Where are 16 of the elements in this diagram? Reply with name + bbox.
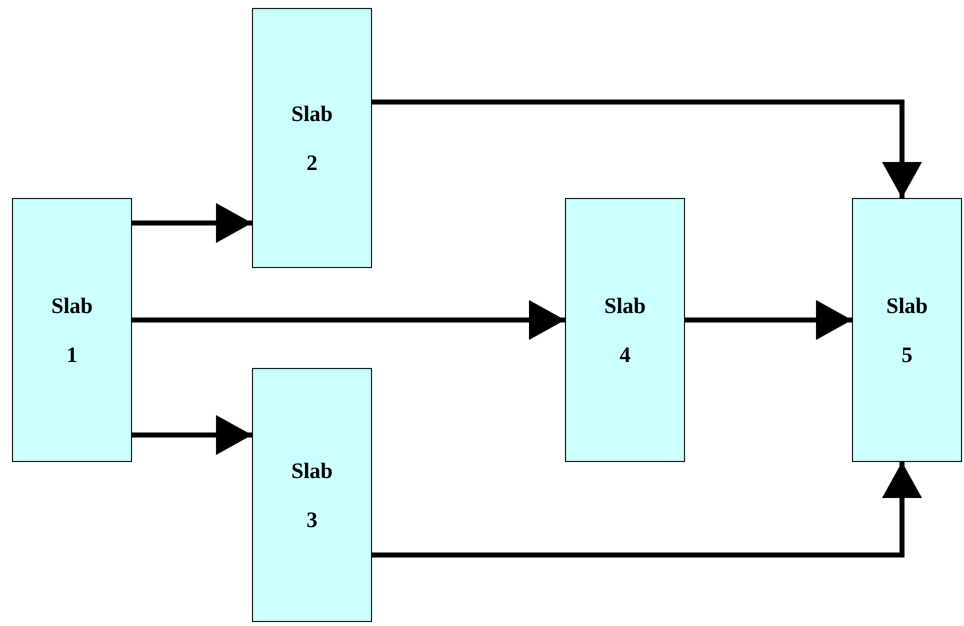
node-label: Slab 2	[291, 100, 333, 177]
arrow	[685, 300, 852, 340]
arrow	[132, 415, 252, 455]
arrow	[132, 203, 252, 243]
slab-box	[565, 198, 685, 462]
arrow	[372, 462, 922, 558]
slab-box	[252, 368, 372, 622]
node-label: Slab 4	[604, 292, 646, 369]
slab-box	[252, 8, 372, 268]
node-label: Slab 5	[886, 292, 928, 369]
slab-box	[12, 198, 132, 462]
node-label: Slab 1	[51, 292, 93, 369]
arrow	[132, 300, 565, 340]
slab-box	[852, 198, 962, 462]
arrow	[372, 100, 922, 198]
node-label: Slab 3	[291, 457, 333, 534]
